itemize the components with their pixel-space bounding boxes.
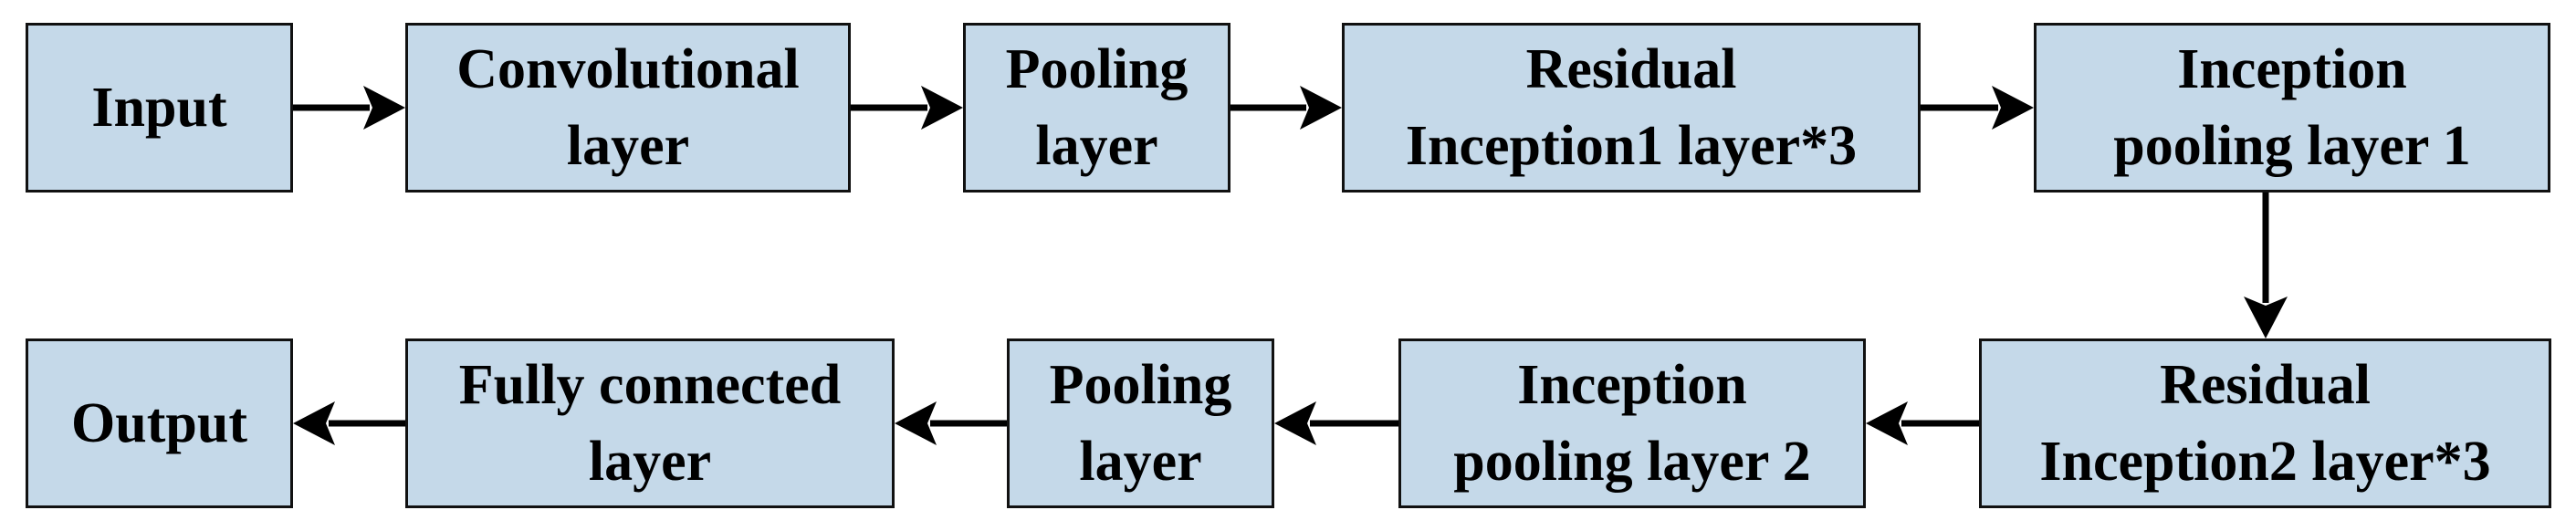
residual-inception2-label: Residual Inception2 layer*3 <box>2039 354 2491 493</box>
residual-inception2-block: Residual Inception2 layer*3 <box>1979 338 2551 508</box>
arrow-down-icon <box>2244 193 2288 338</box>
arrow-right-icon <box>1921 86 2034 130</box>
arrow-left-icon <box>1866 401 1979 445</box>
arrow-right-icon <box>851 86 963 130</box>
fully-connected-layer-label: Fully connected layer <box>458 354 842 493</box>
pooling-layer-1-block: Pooling layer <box>963 23 1230 193</box>
residual-inception1-block: Residual Inception1 layer*3 <box>1342 23 1921 193</box>
convolutional-layer-label: Convolutional layer <box>456 38 800 177</box>
output-block-label: Output <box>71 392 247 454</box>
inception-pooling-1-block: Inception pooling layer 1 <box>2034 23 2550 193</box>
convolutional-layer-block: Convolutional layer <box>405 23 851 193</box>
arrow-left-icon <box>895 401 1007 445</box>
residual-inception1-label: Residual Inception1 layer*3 <box>1405 38 1858 177</box>
pooling-layer-2-block: Pooling layer <box>1007 338 1274 508</box>
inception-pooling-2-label: Inception pooling layer 2 <box>1453 354 1811 493</box>
inception-pooling-2-block: Inception pooling layer 2 <box>1398 338 1866 508</box>
pooling-layer-2-label: Pooling layer <box>1049 354 1232 493</box>
arrow-right-icon <box>293 86 405 130</box>
arrow-left-icon <box>1274 401 1398 445</box>
fully-connected-layer-block: Fully connected layer <box>405 338 895 508</box>
pooling-layer-1-label: Pooling layer <box>1005 38 1189 177</box>
arrow-left-icon <box>293 401 405 445</box>
arrow-right-icon <box>1230 86 1342 130</box>
input-block: Input <box>26 23 293 193</box>
input-block-label: Input <box>91 77 227 139</box>
inception-pooling-1-label: Inception pooling layer 1 <box>2113 38 2471 177</box>
output-block: Output <box>26 338 293 508</box>
